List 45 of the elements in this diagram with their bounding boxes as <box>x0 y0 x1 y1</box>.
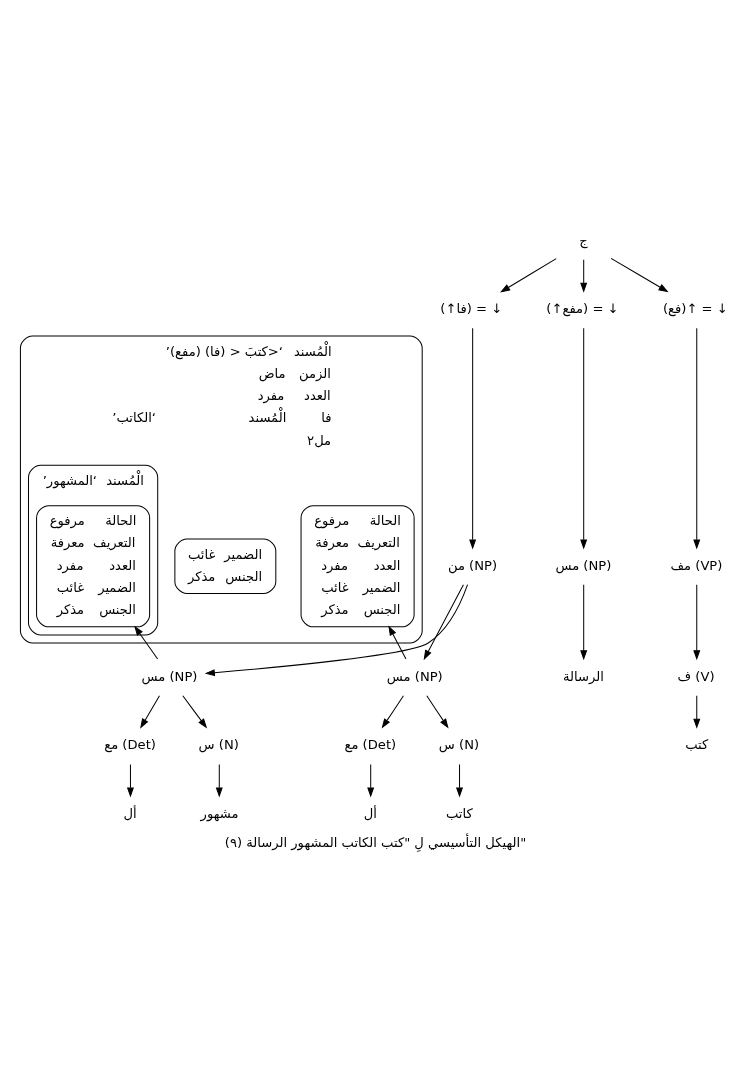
node-text: مع (Det) <box>344 736 397 752</box>
arrow <box>426 694 449 729</box>
arrow <box>456 763 464 797</box>
node-text: مع (Det) <box>104 736 156 752</box>
node-text: مس (NP) <box>555 557 612 573</box>
arrow <box>388 625 407 659</box>
arrow <box>140 694 160 729</box>
node-text: (↑مفع) = ↓ <box>546 300 619 316</box>
arrow <box>204 583 469 676</box>
caption: (٩) الهيكل التأسيسي لِ "كتب الكاتب المشهور الرسالة" <box>224 834 527 850</box>
node-box: مرفوع الحالة معرفة التعريف مفرد العدد غائب الضمير مذكر الجنس <box>36 504 151 627</box>
arrow <box>423 583 464 660</box>
node-text: س (N) <box>438 736 480 752</box>
arrow <box>215 763 223 797</box>
node-text: من (NP) <box>447 557 498 573</box>
arrow <box>693 583 701 660</box>
arrow <box>182 694 208 729</box>
node-text: مس (NP) <box>386 668 443 684</box>
arrow <box>367 763 375 797</box>
node-text: كتب <box>685 736 709 752</box>
arrow <box>693 694 701 729</box>
node-text: (↑فا) = ↓ <box>440 300 503 316</box>
arrow <box>580 258 588 293</box>
arrow <box>580 583 588 660</box>
node-text: مف (VP) <box>670 557 723 573</box>
node-box: مرفوع الحالة معرفة التعريف مفرد العدد غائب الضمير مذكر الجنس <box>300 504 415 627</box>
node-text: س (N) <box>198 736 239 752</box>
arrow <box>126 763 134 797</box>
arrow <box>469 327 477 549</box>
node-text: (فع)↑ = ↓ <box>662 300 728 316</box>
node-text: مس (NP) <box>141 668 198 684</box>
node-text: كاتب <box>445 805 473 821</box>
node-text: مشهور <box>200 805 239 821</box>
node-text: أل <box>123 805 137 821</box>
node-text: ج <box>579 232 588 248</box>
arrow <box>381 694 404 729</box>
node-box: غائب الضمير مذكر الجنس <box>174 538 277 594</box>
arrow <box>610 257 669 292</box>
arrow <box>580 327 588 549</box>
node-text: أل <box>363 805 377 821</box>
node-text: الرسالة <box>563 668 604 684</box>
arrow <box>500 257 557 292</box>
node-text: ف (V) <box>677 668 715 684</box>
arrow <box>134 625 159 659</box>
arrow <box>693 327 701 549</box>
